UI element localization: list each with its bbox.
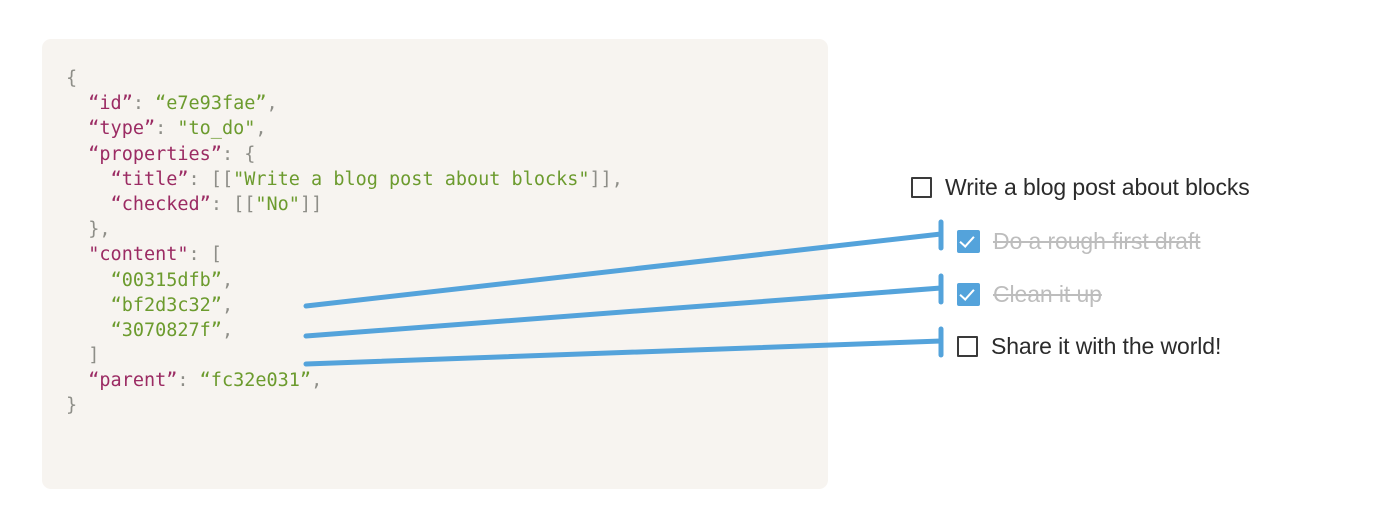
todo-item[interactable]: Write a blog post about blocks <box>911 172 1250 202</box>
code-line: “properties”: { <box>66 142 623 167</box>
code-token-pun: , <box>255 118 267 140</box>
code-token-pun: : [[ <box>210 193 256 215</box>
code-line: ] <box>66 343 623 368</box>
todo-item-label[interactable]: Share it with the world! <box>991 332 1222 359</box>
code-token-pun: , <box>266 93 278 115</box>
code-line: “title”: [["Write a blog post about bloc… <box>66 167 623 192</box>
code-token-pun: ] <box>88 345 100 367</box>
code-indent <box>66 345 88 366</box>
code-token-key: “title” <box>110 168 189 190</box>
code-indent <box>66 219 88 240</box>
code-token-str: “bf2d3c32” <box>110 294 222 316</box>
code-indent <box>66 320 111 341</box>
code-token-pun: , <box>221 319 234 341</box>
code-indent <box>66 118 88 139</box>
code-line: { <box>66 66 623 91</box>
code-line: } <box>66 393 623 418</box>
code-token-key: “parent” <box>88 370 178 392</box>
code-token-pun: } <box>66 395 78 417</box>
code-line: “3070827f”, <box>66 318 623 343</box>
code-token-str: "No" <box>255 193 300 215</box>
code-token-str: “3070827f” <box>110 319 222 341</box>
code-token-str: "Write a blog post about blocks" <box>233 168 590 190</box>
todo-item-label[interactable]: Clean it up <box>993 280 1102 307</box>
code-line: }, <box>66 217 623 242</box>
todo-item-label[interactable]: Do a rough first draft <box>993 227 1201 254</box>
todo-item[interactable]: Share it with the world! <box>957 331 1221 361</box>
code-indent <box>66 169 111 190</box>
code-line: “checked”: [["No"]] <box>66 192 623 217</box>
checkbox-unchecked-icon[interactable] <box>957 335 978 357</box>
checkbox-checked-icon[interactable] <box>957 229 980 253</box>
code-token-str: “00315dfb” <box>110 269 222 291</box>
code-indent <box>66 270 111 291</box>
code-line: "content": [ <box>66 242 623 267</box>
code-token-pun: }, <box>88 219 111 241</box>
json-code-block: { “id”: “e7e93fae”, “type”: "to_do", “pr… <box>66 66 623 419</box>
code-token-key: "content" <box>88 244 189 266</box>
todo-item[interactable]: Clean it up <box>957 279 1102 309</box>
code-line: “bf2d3c32”, <box>66 293 623 318</box>
code-token-pun: , <box>221 269 234 291</box>
code-line: “type”: "to_do", <box>66 116 623 141</box>
code-token-key: “type” <box>88 118 156 140</box>
code-indent <box>66 194 111 215</box>
code-token-pun: ]] <box>299 193 323 215</box>
checkbox-checked-icon[interactable] <box>957 282 980 306</box>
code-token-pun: , <box>221 294 234 316</box>
code-token-key: “properties” <box>88 143 222 165</box>
code-line: “00315dfb”, <box>66 268 623 293</box>
code-indent <box>66 370 88 391</box>
code-token-pun: ]], <box>589 168 623 190</box>
code-token-pun: : <box>177 370 200 392</box>
code-token-pun: { <box>66 68 78 89</box>
code-indent <box>66 295 111 316</box>
checkbox-unchecked-icon[interactable] <box>911 176 932 198</box>
code-indent <box>66 93 88 114</box>
code-line: “id”: “e7e93fae”, <box>66 91 623 116</box>
code-indent <box>66 244 88 265</box>
code-token-pun: : [ <box>188 244 222 266</box>
code-token-str: "to_do" <box>177 118 256 140</box>
code-line: “parent”: “fc32e031”, <box>66 368 623 393</box>
code-token-str: “e7e93fae” <box>155 93 267 115</box>
code-token-key: “id” <box>88 93 133 115</box>
json-code-panel: { “id”: “e7e93fae”, “type”: "to_do", “pr… <box>42 39 828 489</box>
code-token-pun: : <box>132 93 156 115</box>
todo-item-label[interactable]: Write a blog post about blocks <box>945 173 1250 200</box>
code-indent <box>66 144 88 165</box>
code-token-pun: , <box>311 370 323 392</box>
code-token-str: “fc32e031” <box>199 370 312 392</box>
todo-item[interactable]: Do a rough first draft <box>957 226 1201 256</box>
code-token-pun: : <box>155 118 178 140</box>
code-token-key: “checked” <box>110 193 211 215</box>
code-token-pun: : { <box>221 143 256 165</box>
code-token-pun: : [[ <box>188 168 234 190</box>
